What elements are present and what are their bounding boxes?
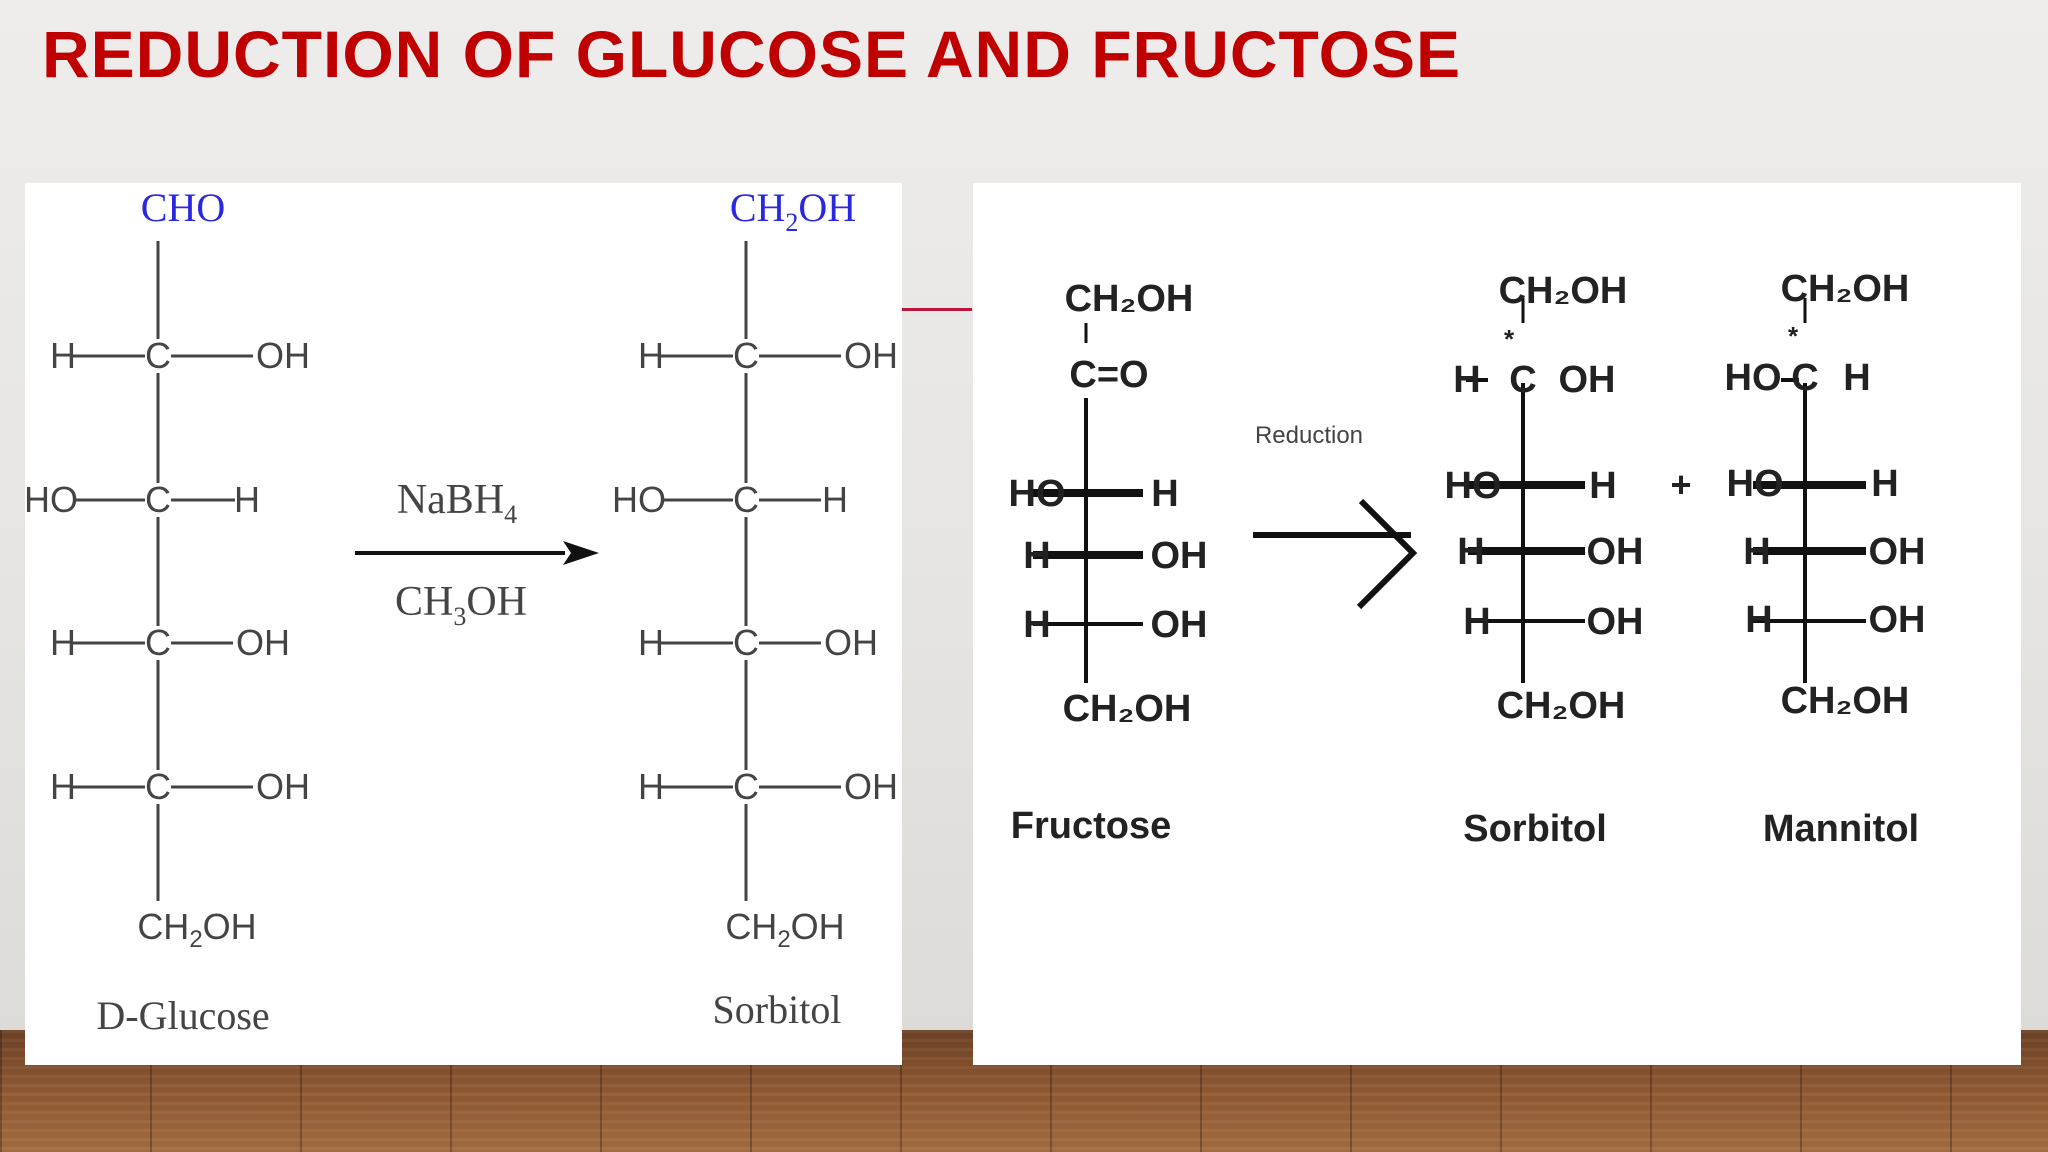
sorbitol-top-group: CH2OH xyxy=(730,185,856,237)
mannitol-bottom-group: CH₂OH xyxy=(1781,680,1910,722)
glucose-name-label: D-Glucose xyxy=(96,993,269,1038)
mannitol-r3-right: OH xyxy=(1869,599,1926,641)
mannitol-chiral-left: HO xyxy=(1725,357,1782,399)
glucose-r3-left: H xyxy=(50,622,76,663)
mannitol-top-group: CH₂OH xyxy=(1781,268,1910,310)
mannitol-r3-left: H xyxy=(1745,599,1772,641)
sorbitol-r2-left: HO xyxy=(612,479,666,520)
glucose-r4-left: H xyxy=(50,766,76,807)
fructose-reduction-diagram: CH₂OH C=O HO H H OH H OH CH₂OH Fructose … xyxy=(1009,268,1926,850)
slide-title: REDUCTION OF GLUCOSE AND FRUCTOSE xyxy=(42,17,1462,91)
sorbitol-chiral-star: * xyxy=(1504,324,1515,354)
reaction-arrow-head xyxy=(563,541,599,565)
glucose-terminal-group: CH2OH xyxy=(137,906,256,953)
sorbitol-terminal-group: CH2OH xyxy=(725,906,844,953)
sorbitol-r1-right: OH xyxy=(844,335,898,376)
glucose-reduction-panel: CHO H C OH HO C H H C OH H C OH CH2OH D-… xyxy=(25,183,902,1065)
glucose-r4-carbon: C xyxy=(145,766,171,807)
glucose-r3-right: OH xyxy=(236,622,290,663)
sorbitol-r2-left: H xyxy=(1457,531,1484,573)
sorbitol-r3-right: OH xyxy=(1587,601,1644,643)
sorbitol-chiral-carbon: C xyxy=(1509,359,1536,401)
glucose-r1-carbon: C xyxy=(145,335,171,376)
sorbitol-r3-right: OH xyxy=(824,622,878,663)
fructose-carbonyl: C=O xyxy=(1069,354,1148,396)
fructose-name-label: Fructose xyxy=(1011,805,1171,847)
glucose-r1-right: OH xyxy=(256,335,310,376)
mannitol-r1-right: H xyxy=(1871,463,1898,505)
glucose-r2-carbon: C xyxy=(145,479,171,520)
sorbitol-r2-right: H xyxy=(822,479,848,520)
mannitol-r2-left: H xyxy=(1743,531,1770,573)
fructose-reduction-panel: CH₂OH C=O HO H H OH H OH CH₂OH Fructose … xyxy=(973,183,2021,1065)
mannitol-r2-right: OH xyxy=(1869,531,1926,573)
mannitol-chiral-carbon: C xyxy=(1791,357,1818,399)
reduction-label: Reduction xyxy=(1255,422,1363,449)
sorbitol-r1-carbon: C xyxy=(733,335,759,376)
glucose-r2-left: HO xyxy=(25,479,78,520)
sorbitol-r4-right: OH xyxy=(844,766,898,807)
sorbitol-chiral-left: H xyxy=(1453,359,1480,401)
glucose-reduction-diagram: CHO H C OH HO C H H C OH H C OH CH2OH D-… xyxy=(25,185,898,1038)
sorbitol-bottom-group: CH₂OH xyxy=(1497,685,1626,727)
sorbitol-r1-right: H xyxy=(1589,465,1616,507)
sorbitol-r4-carbon: C xyxy=(733,766,759,807)
glucose-aldehyde-group: CHO xyxy=(141,185,225,230)
mannitol-chiral-right: H xyxy=(1843,357,1870,399)
reduction-arrow-head xyxy=(1356,498,1418,610)
fructose-r1-right: H xyxy=(1151,473,1178,515)
fructose-r2-right: OH xyxy=(1151,535,1208,577)
mannitol-name-label: Mannitol xyxy=(1763,808,1919,850)
glucose-r1-left: H xyxy=(50,335,76,376)
sorbitol-r2-right: OH xyxy=(1587,531,1644,573)
fructose-r3-left: H xyxy=(1023,604,1050,646)
sorbitol-r1-left: H xyxy=(638,335,664,376)
fructose-r3-right: OH xyxy=(1151,604,1208,646)
mannitol-r1-left: HO xyxy=(1727,463,1784,505)
sorbitol-top-group: CH₂OH xyxy=(1499,270,1628,312)
glucose-r2-right: H xyxy=(234,479,260,520)
mannitol-chiral-star: * xyxy=(1788,321,1799,351)
plus-sign: + xyxy=(1670,464,1691,505)
fructose-top-group: CH₂OH xyxy=(1065,278,1194,320)
glucose-r4-right: OH xyxy=(256,766,310,807)
sorbitol-r2-carbon: C xyxy=(733,479,759,520)
reagent-solvent: CH3OH xyxy=(395,579,527,631)
sorbitol-name-label: Sorbitol xyxy=(713,987,842,1032)
sorbitol-r3-carbon: C xyxy=(733,622,759,663)
sorbitol-r4-left: H xyxy=(638,766,664,807)
sorbitol-r3-left: H xyxy=(638,622,664,663)
sorbitol-r3-left: H xyxy=(1463,601,1490,643)
fructose-r1-left: HO xyxy=(1009,473,1066,515)
connector-line xyxy=(902,308,972,311)
sorbitol-r1-left: HO xyxy=(1445,465,1502,507)
glucose-r3-carbon: C xyxy=(145,622,171,663)
fructose-r2-left: H xyxy=(1023,535,1050,577)
sorbitol-chiral-right: OH xyxy=(1559,359,1616,401)
reagent-nabh4: NaBH4 xyxy=(397,477,517,529)
sorbitol-name-label: Sorbitol xyxy=(1463,808,1607,850)
fructose-bottom-group: CH₂OH xyxy=(1063,688,1192,730)
